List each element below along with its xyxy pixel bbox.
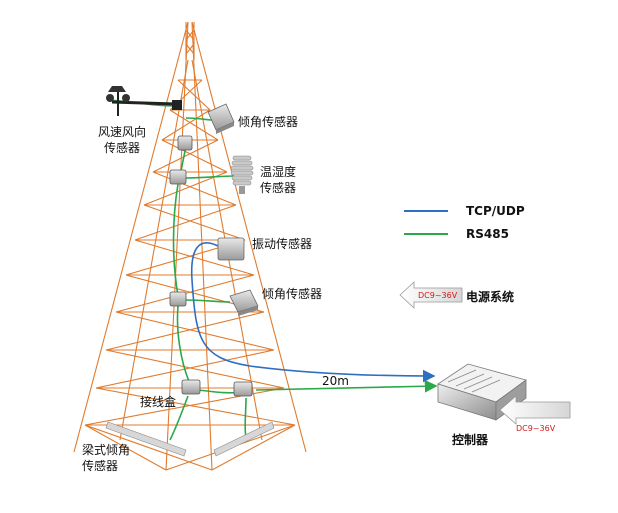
legend-label-tcp: TCP/UDP <box>466 204 525 218</box>
junction-box-label: 接线盒 <box>140 394 176 409</box>
dc-voltage-top: DC9~36V <box>418 291 458 300</box>
tilt-sensor-mid-label: 倾角传感器 <box>262 286 322 301</box>
tilt-sensor-top-label: 倾角传感器 <box>238 114 298 129</box>
legend-label-rs485: RS485 <box>466 227 509 241</box>
beam-tilt-sensor-icon <box>105 421 275 457</box>
vibration-sensor-icon <box>217 237 245 261</box>
wind-sensor-icon <box>106 86 182 116</box>
power-system-label: 电源系统 <box>466 289 514 304</box>
legend: TCP/UDP RS485 <box>404 204 525 241</box>
temp-humidity-label-line1: 温湿度 <box>260 164 296 179</box>
vibration-sensor-label: 振动传感器 <box>252 236 312 251</box>
controller-label: 控制器 <box>452 432 489 447</box>
dc-voltage-controller: DC9~36V <box>516 424 556 433</box>
power-arrow-controller: DC9~36V <box>499 395 571 433</box>
tcp-cable <box>190 242 436 383</box>
tilt-sensor-top-icon <box>207 103 235 134</box>
beam-tilt-label-line2: 传感器 <box>82 458 118 473</box>
wind-sensor-label-line1: 风速风向 <box>98 124 146 139</box>
rs485-trunk-line <box>255 379 438 393</box>
beam-tilt-label-line1: 梁式倾角 <box>82 442 130 457</box>
distance-label: 20m <box>322 374 349 388</box>
power-arrow-top: DC9~36V <box>399 281 463 309</box>
temp-humidity-sensor-icon <box>230 155 254 194</box>
temp-humidity-label-line2: 传感器 <box>260 180 296 195</box>
wind-sensor-label-line2: 传感器 <box>104 140 140 155</box>
tilt-sensor-mid-icon <box>229 289 259 316</box>
junction-box-icon <box>169 135 253 397</box>
